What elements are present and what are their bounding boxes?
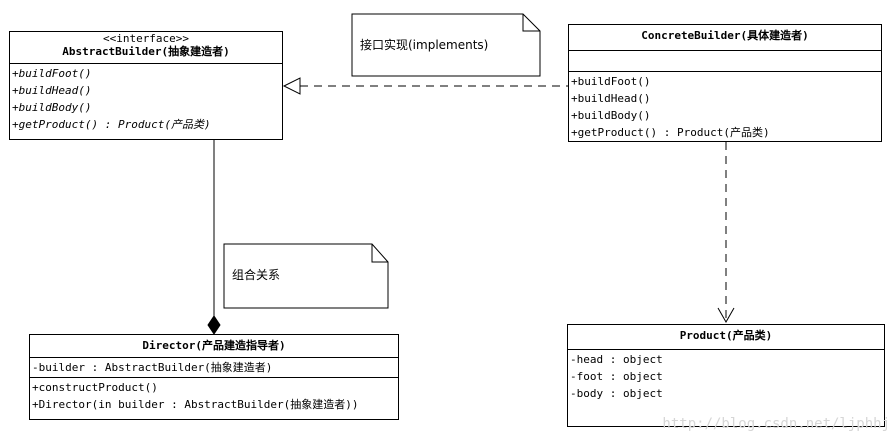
realization-arrowhead xyxy=(282,77,301,95)
abstract-builder-header: <<interface>> AbstractBuilder(抽象建造者) xyxy=(10,32,282,64)
implements-note-text: 接口实现(implements) xyxy=(360,38,489,52)
dependency-arrowhead xyxy=(717,307,735,324)
implements-note xyxy=(351,13,541,77)
attribute: -body : object xyxy=(570,387,663,400)
attribute: -foot : object xyxy=(570,370,663,383)
product-header: Product(产品类) xyxy=(568,325,884,350)
operation: +buildHead() xyxy=(571,92,651,105)
interface-stereotype: <<interface>> xyxy=(102,32,190,45)
operation: +getProduct() : Product(产品类) xyxy=(571,126,770,139)
abstract-builder-class[interactable]: <<interface>> AbstractBuilder(抽象建造者) +bu… xyxy=(9,31,283,140)
implements-note-fold xyxy=(522,14,540,32)
product-attributes: -head : object -foot : object -body : ob… xyxy=(568,350,884,403)
composition-diamond xyxy=(207,315,221,335)
concrete-builder-name: ConcreteBuilder(具体建造者) xyxy=(641,29,809,42)
director-attributes: -builder : AbstractBuilder(抽象建造者) xyxy=(30,358,398,378)
abstract-builder-name: AbstractBuilder(抽象建造者) xyxy=(62,45,230,58)
operation: +buildBody() xyxy=(571,109,651,122)
concrete-builder-attributes xyxy=(569,51,881,72)
operation: +buildFoot() xyxy=(571,75,651,88)
composition-note-fold xyxy=(371,244,388,263)
operation: +Director(in builder : AbstractBuilder(抽… xyxy=(32,398,359,411)
director-class[interactable]: Director(产品建造指导者) -builder : AbstractBui… xyxy=(29,334,399,420)
director-name: Director(产品建造指导者) xyxy=(142,339,286,352)
attribute: -builder : AbstractBuilder(抽象建造者) xyxy=(32,361,273,374)
director-operations: +constructProduct() +Director(in builder… xyxy=(30,378,398,414)
concrete-builder-header: ConcreteBuilder(具体建造者) xyxy=(569,25,881,51)
director-header: Director(产品建造指导者) xyxy=(30,335,398,358)
product-class[interactable]: Product(产品类) -head : object -foot : obje… xyxy=(567,324,885,427)
operation: +buildFoot() xyxy=(12,67,92,80)
composition-note-text: 组合关系 xyxy=(232,268,281,282)
operation: +constructProduct() xyxy=(32,381,158,394)
watermark: http://blog.csdn.net/ljphhj xyxy=(662,416,890,432)
composition-note xyxy=(223,243,389,309)
operation: +getProduct() : Product(产品类) xyxy=(12,118,211,131)
concrete-builder-operations: +buildFoot() +buildHead() +buildBody() +… xyxy=(569,72,881,142)
product-name: Product(产品类) xyxy=(679,329,773,342)
operation: +buildBody() xyxy=(12,101,92,114)
concrete-builder-class[interactable]: ConcreteBuilder(具体建造者) +buildFoot() +bui… xyxy=(568,24,882,142)
operation: +buildHead() xyxy=(12,84,92,97)
attribute: -head : object xyxy=(570,353,663,366)
abstract-builder-operations: +buildFoot() +buildHead() +buildBody() +… xyxy=(10,64,282,134)
